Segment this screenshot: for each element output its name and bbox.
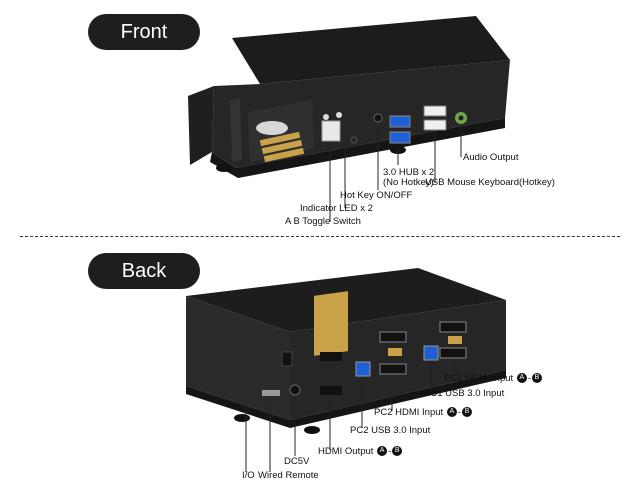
label-pc2-hdmi-input: PC2 HDMI Input A-B [374,407,473,418]
label-hub: 3.0 HUB x 2 [383,167,435,178]
back-device [186,268,506,434]
label-dc5v: DC5V [284,456,310,467]
label-usb-mouse-keyboard: USB Mouse Keyboard(Hotkey) [425,177,555,188]
front-leader-lines [329,124,462,222]
badge-b-icon: B [461,407,472,418]
ab-toggle-button-graphic [321,120,341,142]
label-hot-key: Hot Key ON/OFF [340,190,413,201]
badge-b-icon: B [531,373,542,384]
label-pc2-usb: PC2 USB 3.0 Input [350,425,431,436]
label-hdmi-output: HDMI Output A-B [318,446,403,457]
badge-a-icon: A [446,407,457,418]
badge-a-icon: A [516,373,527,384]
brand-logo [256,121,288,135]
back-leader-lines [245,362,455,472]
hdmi-output-plate [314,291,348,356]
front-title: Front [120,20,168,43]
label-audio-output: Audio Output [463,152,519,163]
label-no-hotkey: (No Hotkey) [383,177,434,188]
label-wired-remote: Wired Remote [258,470,319,481]
section-divider [20,236,620,237]
front-device [188,16,510,178]
label-io: I/O [242,470,255,481]
label-pc1-hdmi-input: PC1 HDMI Input A-B [444,373,543,384]
label-toggle-switch: A B Toggle Switch [285,216,361,227]
label-indicator-led: Indicator LED x 2 [300,203,373,214]
back-title-pill: Back [88,253,200,289]
back-title: Back [121,259,167,282]
front-title-pill: Front [88,14,200,50]
label-pc1-usb: PC1 USB 3.0 Input [424,388,505,399]
badge-b-icon: B [392,446,403,457]
badge-a-icon: A [377,446,388,457]
